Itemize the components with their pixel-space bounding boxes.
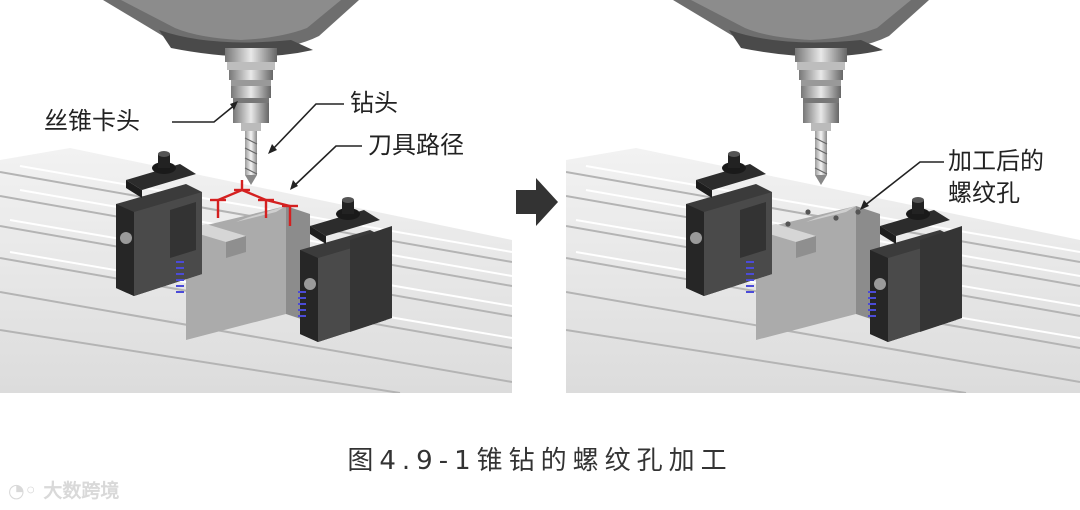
right-callout bbox=[863, 161, 944, 207]
spindle-left bbox=[102, 0, 360, 186]
right-scene bbox=[566, 0, 1080, 393]
watermark: ◔◦ 大数跨境 bbox=[8, 476, 119, 503]
tool-path bbox=[210, 180, 298, 226]
watermark-text: 大数跨境 bbox=[43, 480, 120, 502]
springs-right bbox=[746, 261, 876, 317]
left-scene bbox=[0, 0, 512, 393]
transition-arrow-icon bbox=[516, 178, 558, 226]
leader-arrowhead-toolpath bbox=[290, 180, 298, 190]
springs-left bbox=[176, 261, 306, 317]
watermark-logo-icon: ◔◦ bbox=[8, 480, 37, 502]
label-drill-bit: 钻头 bbox=[350, 89, 398, 117]
threaded-holes bbox=[785, 209, 861, 227]
label-tool-path: 刀具路径 bbox=[368, 131, 464, 159]
left-callouts bbox=[172, 103, 362, 187]
spindle-right bbox=[672, 0, 930, 186]
left-workpiece bbox=[186, 206, 310, 340]
label-threaded-hole-line2: 螺纹孔 bbox=[948, 179, 1020, 207]
leader-arrowhead-hole bbox=[860, 200, 869, 210]
label-threaded-hole-line1: 加工后的 bbox=[948, 147, 1044, 175]
label-tap-chuck: 丝锥卡头 bbox=[44, 107, 140, 135]
leader-arrowhead-drill bbox=[268, 144, 277, 154]
figure-caption: 图4.9-1锥钻的螺纹孔加工 bbox=[347, 446, 733, 476]
leader-arrowhead-chuck bbox=[230, 101, 238, 110]
